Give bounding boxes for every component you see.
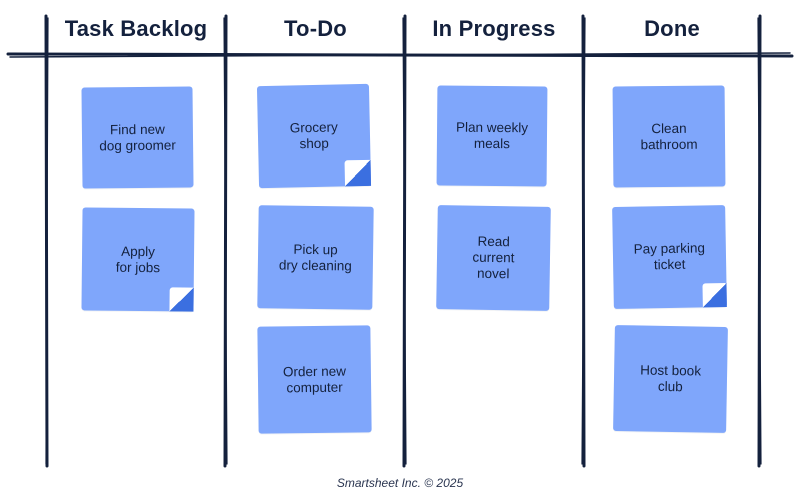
column-title-task-backlog: Task Backlog [64,16,208,41]
sticky-note[interactable]: Pay parking ticket [612,205,727,309]
sticky-note[interactable]: Pick up dry cleaning [257,205,374,310]
column-title-done: Done [644,16,700,41]
note-text: Apply for jobs [115,243,161,275]
note-fold-corner [702,283,727,308]
note-text: Host book club [640,362,702,395]
note-text: Find new dog groomer [99,121,176,153]
note-text: Pay parking ticket [633,240,706,273]
sticky-note[interactable]: Grocery shop [256,83,372,189]
note-text: Pick up dry cleaning [278,241,352,274]
note-text: Plan weekly meals [455,119,529,152]
note-text: Clean bathroom [640,120,698,152]
note-text: Grocery shop [289,119,338,152]
column-title-in-progress: In Progress [432,16,556,41]
sticky-note[interactable]: Plan weekly meals [436,85,548,187]
note-fold-corner [344,159,372,187]
column-title-to-do: To-Do [284,16,347,41]
note-text: Read current novel [472,233,515,282]
header-divider-sketch [9,52,791,58]
sticky-note[interactable]: Read current novel [436,205,551,311]
sticky-note[interactable]: Host book club [613,325,728,433]
note-fold-corner [169,287,194,312]
sticky-note[interactable]: Find new dog groomer [81,86,194,189]
note-text: Order new computer [282,363,347,395]
sticky-note[interactable]: Apply for jobs [81,207,195,312]
sticky-note[interactable]: Clean bathroom [612,85,726,188]
sticky-note[interactable]: Order new computer [257,325,372,434]
copyright-footer: Smartsheet Inc. © 2025 [336,476,464,490]
